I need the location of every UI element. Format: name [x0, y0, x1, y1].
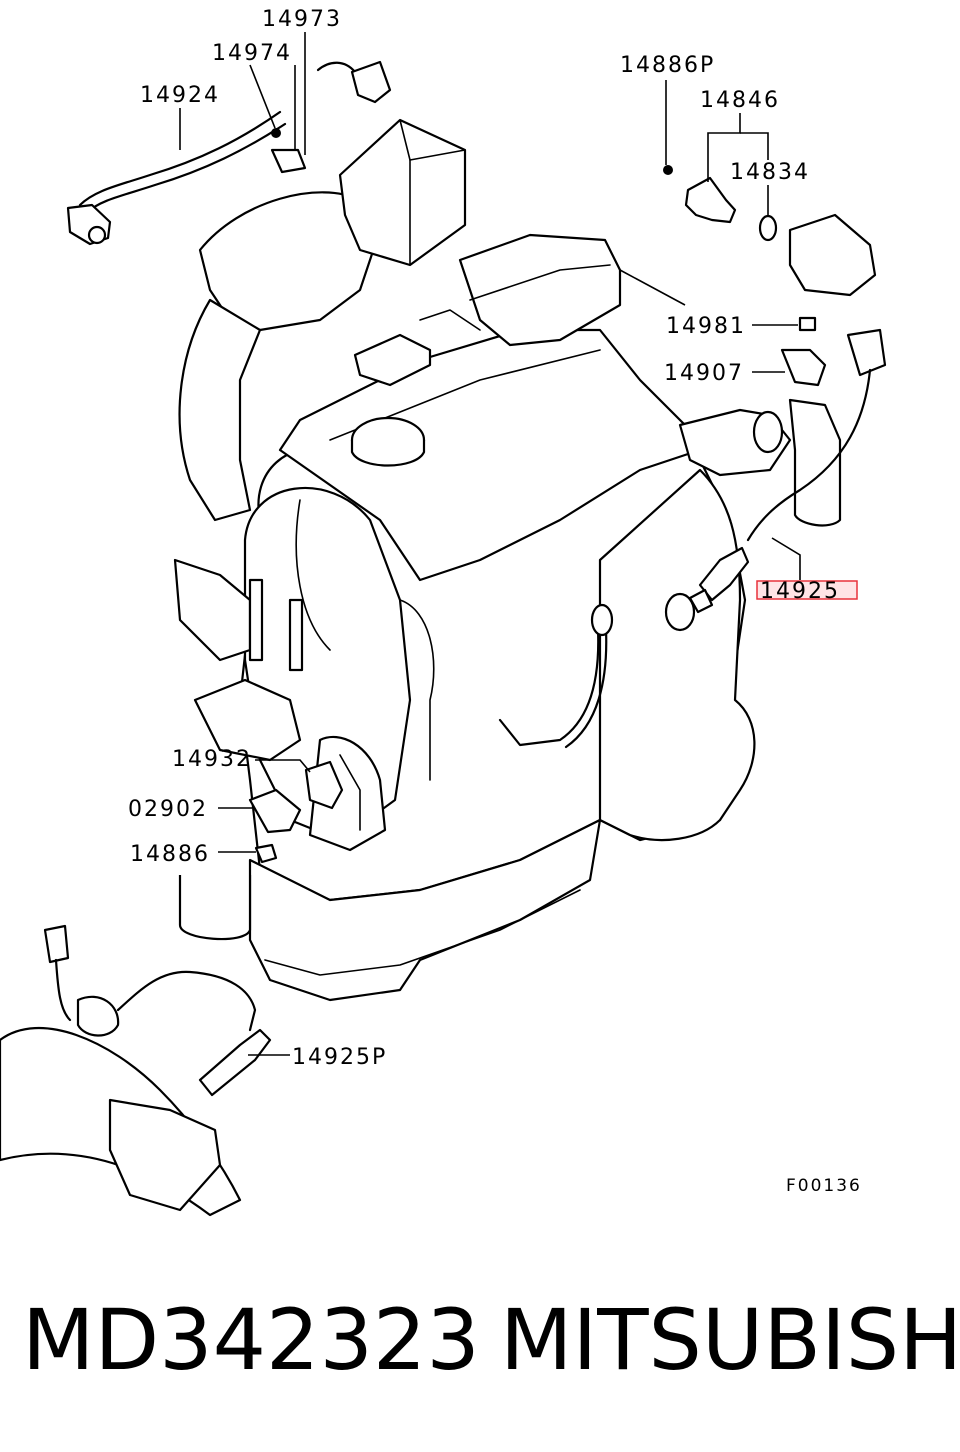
part-caption: MD342323 MITSUBISHI: [0, 1270, 960, 1400]
callout-14925[interactable]: 14925: [760, 579, 840, 604]
figure-reference: F00136: [786, 1176, 862, 1196]
callout-14925P: 14925P: [292, 1045, 387, 1070]
callout-14846: 14846: [700, 88, 780, 113]
callout-14907: 14907: [664, 361, 744, 386]
engine-parts-diagram: 14973 14974 14924 14886P 14846 14834 149…: [0, 7, 887, 1217]
callout-14981: 14981: [666, 314, 746, 339]
part-14924-sensor-harness: [66, 110, 287, 246]
callout-14886P: 14886P: [620, 53, 715, 78]
callout-14924: 14924: [140, 83, 220, 108]
part-number: MD342323: [22, 1291, 480, 1389]
brand-name: MITSUBISHI: [500, 1291, 960, 1389]
callout-14932: 14932: [172, 747, 252, 772]
callout-14886: 14886: [130, 842, 210, 867]
engine-block-drawing: [173, 118, 842, 1002]
part-14846-cam-sensor: [663, 165, 877, 297]
callout-14973: 14973: [262, 7, 342, 32]
part-14907-bracket: [746, 316, 887, 542]
callout-14834: 14834: [730, 160, 810, 185]
part-14925-oxygen-sensor: [688, 546, 750, 614]
part-14973-connector: [270, 60, 392, 174]
part-14925P-rear-oxygen-sensor: [0, 924, 272, 1217]
leader-lines: [179, 32, 801, 1056]
callout-02902: 02902: [128, 797, 208, 822]
part-14932-crank-sensor: [248, 760, 344, 864]
callout-14974: 14974: [212, 41, 292, 66]
callout-highlight-box: [756, 580, 858, 600]
